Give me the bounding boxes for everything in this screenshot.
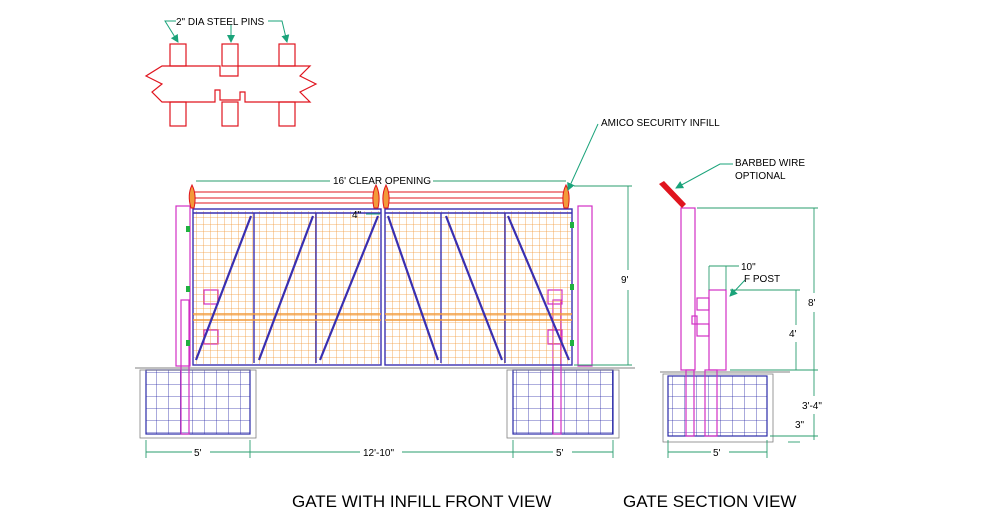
section-dimensions (667, 207, 818, 458)
infill-callout: AMICO SECURITY INFILL (601, 118, 720, 129)
front-view-title: GATE WITH INFILL FRONT VIEW (292, 492, 551, 511)
steel-pins-label: 2" DIA STEEL PINS (176, 17, 265, 28)
section-view: BARBED WIRE OPTIONAL 10" F POST 8' 4' 3'… (623, 158, 822, 511)
section-barbed-arm (659, 181, 686, 208)
pin-detail-outline (144, 43, 318, 127)
section-leaders (675, 163, 746, 297)
footing-left (139, 369, 257, 439)
barbed-wire-top (188, 183, 570, 209)
front-height-dim: 9' (621, 275, 629, 286)
hinges (186, 222, 574, 346)
footing-right (506, 369, 620, 439)
section-lower-dim: 4' (789, 329, 797, 340)
section-depth-dim: 3'-4" (802, 401, 822, 412)
front-view: 16' CLEAR OPENING 4" AMICO SECURITY INFI… (135, 118, 720, 511)
gate-braces (194, 215, 571, 361)
section-bottom-dim: 3" (795, 420, 805, 431)
footing-span-dim: 12'-10" (363, 448, 394, 459)
post-width-dim: 10" (741, 262, 756, 273)
section-post (680, 207, 727, 437)
post-label: F POST (744, 274, 780, 285)
footing-right-width-dim: 5' (556, 448, 564, 459)
section-view-title: GATE SECTION VIEW (623, 492, 796, 511)
gate-frames (192, 208, 573, 366)
barbed-wire-callout-line1: BARBED WIRE (735, 158, 805, 169)
section-footing (662, 373, 774, 443)
clear-opening-dim: 16' CLEAR OPENING (333, 176, 431, 187)
footing-left-width-dim: 5' (194, 448, 202, 459)
front-dimensions (145, 180, 632, 458)
infill-leader (366, 123, 599, 215)
section-footing-width-dim: 5' (713, 448, 721, 459)
pin-leaders (164, 20, 290, 43)
section-height-dim: 8' (808, 298, 816, 309)
infill-mesh-right (385, 211, 571, 364)
barbed-wire-callout-line2: OPTIONAL (735, 171, 786, 182)
gap-dim: 4" (352, 210, 362, 221)
steel-pin-detail: 2" DIA STEEL PINS (144, 17, 318, 127)
